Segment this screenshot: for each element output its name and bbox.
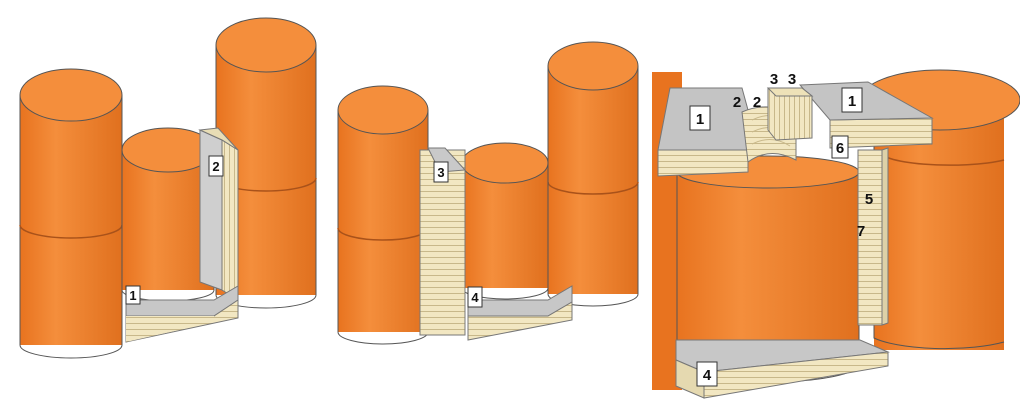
label-3-a: 3 <box>770 71 778 88</box>
label-box-4: 4 <box>467 286 483 308</box>
label-1-left: 1 <box>696 111 704 128</box>
label-4: 4 <box>471 290 479 305</box>
label-6: 6 <box>836 140 844 157</box>
label-box-6: 6 <box>831 135 849 159</box>
cylinder-middle <box>461 142 549 300</box>
cylinder-stack-left <box>19 68 123 359</box>
label-2-b: 2 <box>753 94 761 111</box>
cylinder-stack-left <box>337 85 429 345</box>
label-5: 5 <box>865 191 873 208</box>
panel-2: 3 4 <box>337 41 639 345</box>
panel-3: 1 2 2 3 3 1 6 5 7 4 <box>652 69 1020 399</box>
panel-1: 1 2 <box>19 17 317 359</box>
label-1: 1 <box>129 288 136 303</box>
bottom-plate <box>467 285 573 341</box>
lamination-stack <box>419 147 467 336</box>
label-3-b: 3 <box>788 71 796 88</box>
top-yoke-right <box>798 81 934 149</box>
label-box-2: 2 <box>208 155 224 177</box>
lamination-block <box>766 87 814 141</box>
bottom-plate <box>125 285 239 343</box>
label-box-1-right: 1 <box>841 87 863 113</box>
label-7: 7 <box>857 223 865 240</box>
label-4: 4 <box>703 367 712 384</box>
label-box-1: 1 <box>125 285 141 305</box>
vertical-column <box>857 147 889 326</box>
vertical-plate <box>198 127 239 301</box>
label-3: 3 <box>437 165 444 180</box>
label-box-3: 3 <box>433 161 449 183</box>
cylinder-stack-right <box>547 41 639 307</box>
cylinder-middle <box>121 127 215 302</box>
label-2: 2 <box>212 159 219 174</box>
label-box-1-left: 1 <box>689 105 711 131</box>
label-1-right: 1 <box>848 93 856 110</box>
label-2-a: 2 <box>733 94 741 111</box>
label-box-4: 4 <box>696 361 718 387</box>
